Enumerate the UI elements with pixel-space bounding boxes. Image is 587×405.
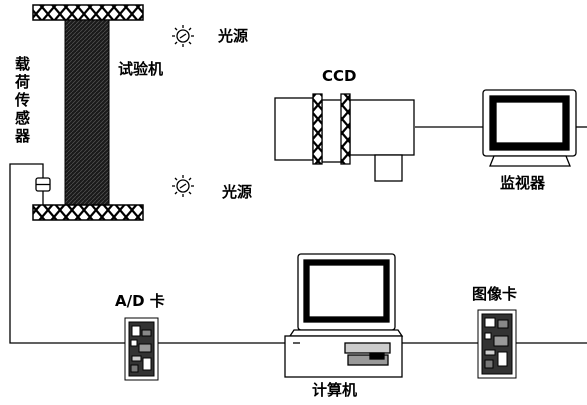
specimen-column xyxy=(64,19,110,206)
light-source-bottom-icon xyxy=(172,175,194,197)
bottom-grip xyxy=(32,204,144,221)
wiring xyxy=(9,126,587,344)
ccd-label: CCD xyxy=(322,67,357,85)
light-source-bottom-label: 光源 xyxy=(222,183,253,201)
light-source-top-label: 光源 xyxy=(218,27,249,45)
ad-card xyxy=(124,317,159,381)
testing-machine-label: 试验机 xyxy=(118,60,164,78)
computer-label: 计算机 xyxy=(312,381,358,399)
image-card xyxy=(477,309,517,379)
top-grip xyxy=(32,4,144,21)
loadcell-to-adcard-wire xyxy=(9,163,125,344)
ad-card-label: A/D 卡 xyxy=(115,292,165,310)
monitor-label: 监视器 xyxy=(500,174,546,192)
monitor xyxy=(482,89,577,167)
computer xyxy=(284,253,404,378)
image-card-label: 图像卡 xyxy=(472,285,518,303)
light-source-top-icon xyxy=(172,25,194,47)
load-cell-label: 载荷传感器 xyxy=(13,56,31,146)
testing-machine xyxy=(32,4,144,221)
load-cell-symbol xyxy=(35,177,51,192)
ccd-camera xyxy=(274,93,415,182)
